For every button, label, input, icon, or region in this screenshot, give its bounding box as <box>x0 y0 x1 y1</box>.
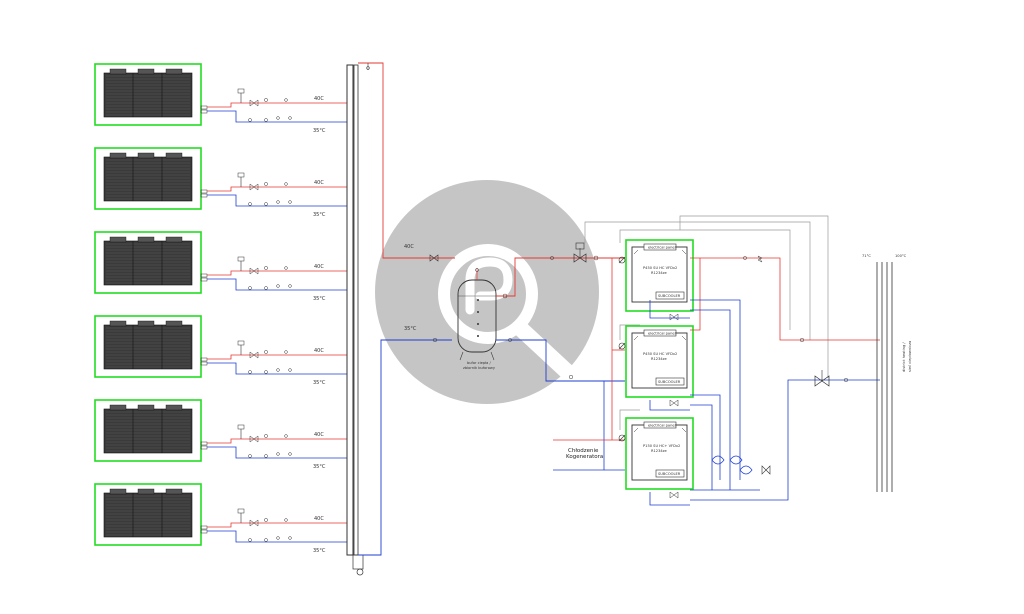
control-lines <box>584 215 829 430</box>
cooler-supply-temp: 40C <box>314 264 324 270</box>
district-heating-header <box>876 262 893 492</box>
cooler-highlight-frame <box>94 483 202 546</box>
cooler-supply-line <box>207 256 347 276</box>
dh-supply-temp: 71°C <box>862 254 871 258</box>
dry-cooler-4: 40C 35°C <box>94 315 347 386</box>
evaporator-manifold <box>553 258 625 471</box>
cooler-supply-temp: 40C <box>314 516 324 522</box>
condenser-return <box>649 299 880 506</box>
tank-supply-line <box>496 242 625 299</box>
dry-cooler-6: 40C 35°C <box>94 483 347 554</box>
dry-cooler-icon <box>103 488 193 538</box>
cooler-supply-temp: 40C <box>314 432 324 438</box>
dry-cooler-group: 40C 35°C 40C 35°C 40C 35°C 40C 35°C 40C 35°C 40C 35… <box>94 63 347 554</box>
cooler-return-temp: 35°C <box>313 128 326 134</box>
heat-pump-icon <box>631 243 688 303</box>
dh-return-temp: 100°C <box>895 254 907 258</box>
cooler-highlight-frame <box>94 315 202 378</box>
tank-label-1: bufor ciepła / <box>467 361 491 365</box>
heat-pump-top-label: electrical panel <box>648 246 676 250</box>
cooler-highlight-frame <box>94 147 202 210</box>
heat-pump-bottom-label: SUBCOOLER <box>658 472 681 476</box>
cooler-supply-temp: 40C <box>314 348 324 354</box>
cooler-supply-line <box>207 340 347 360</box>
heat-pump-model: P450 SU HC VFDx2 <box>643 352 677 356</box>
cooler-return-line <box>207 446 347 459</box>
main-return-line <box>358 337 452 556</box>
heat-pump-top-label: electrical panel <box>648 424 676 428</box>
heat-pump-model: P450 SU HC VFDx2 <box>643 266 677 270</box>
cooler-supply-temp: 40C <box>314 180 324 186</box>
heat-pump-highlight-frame <box>625 417 694 490</box>
cooler-return-line <box>207 194 347 207</box>
cooler-supply-line <box>207 424 347 444</box>
cooler-return-line <box>207 110 347 123</box>
watermark-search-icon <box>375 180 599 404</box>
expansion-loops <box>711 455 753 475</box>
dh-label-1: district heating / <box>902 342 906 372</box>
main-supply-line <box>358 62 455 262</box>
heat-pump-refrigerant: R1234ze <box>651 357 668 361</box>
dry-cooler-icon <box>103 152 193 202</box>
tank-label-2: zbiornik buforowy <box>463 366 496 370</box>
cooler-return-temp: 35°C <box>313 296 326 302</box>
heat-pump-bottom-label: SUBCOOLER <box>658 380 681 384</box>
buffer-tank-icon <box>457 268 497 361</box>
cooler-return-line <box>207 530 347 543</box>
heat-pump-top-label: electrical panel <box>648 332 676 336</box>
cooler-supply-line <box>207 88 347 108</box>
cooler-supply-line <box>207 508 347 528</box>
heat-pump-highlight-frame <box>625 239 694 312</box>
cooler-highlight-frame <box>94 231 202 294</box>
cooler-return-temp: 35°C <box>313 548 326 554</box>
dry-cooler-2: 40C 35°C <box>94 147 347 218</box>
cooler-return-line <box>207 278 347 291</box>
dry-cooler-3: 40C 35°C <box>94 231 347 302</box>
pump-icon <box>618 434 626 442</box>
dry-cooler-icon <box>103 236 193 286</box>
heat-pump-refrigerant: R1234ze <box>651 271 668 275</box>
dh-label-2: sieć ciepłownicza <box>908 341 912 372</box>
cogeneration-label-2: Kogeneratora <box>566 454 603 460</box>
cooler-return-line <box>207 362 347 375</box>
cogeneration-label-1: Chłodzenie <box>568 448 599 454</box>
dry-cooler-icon <box>103 68 193 118</box>
heat-pump-icon <box>631 329 688 389</box>
cooler-return-temp: 35°C <box>313 464 326 470</box>
heat-pump-model: P150 SU HC+ VFDx2 <box>643 444 680 448</box>
main-supply-temp: 40C <box>404 244 414 250</box>
dry-cooler-5: 40C 35°C <box>94 399 347 470</box>
cooler-highlight-frame <box>94 63 202 126</box>
pump-icon <box>618 256 626 264</box>
pump-icon <box>618 342 626 350</box>
heat-pump-highlight-frame <box>625 325 694 398</box>
cooler-supply-temp: 40C <box>314 96 324 102</box>
dry-cooler-icon <box>103 404 193 454</box>
heat-pump-icon <box>631 421 688 481</box>
cooler-highlight-frame <box>94 399 202 462</box>
three-way-valve-icon <box>743 255 849 475</box>
main-collector <box>346 64 364 576</box>
dry-cooler-icon <box>103 320 193 370</box>
cooler-return-temp: 35°C <box>313 380 326 386</box>
tank-return-line <box>496 338 625 382</box>
heat-pump-refrigerant: R1234ze <box>651 449 668 453</box>
heat-pump-bottom-label: SUBCOOLER <box>658 294 681 298</box>
cooler-return-temp: 35°C <box>313 212 326 218</box>
dry-cooler-1: 40C 35°C <box>94 63 347 134</box>
cooler-supply-line <box>207 172 347 192</box>
main-return-temp: 35°C <box>404 326 417 332</box>
condenser-supply <box>690 257 880 341</box>
